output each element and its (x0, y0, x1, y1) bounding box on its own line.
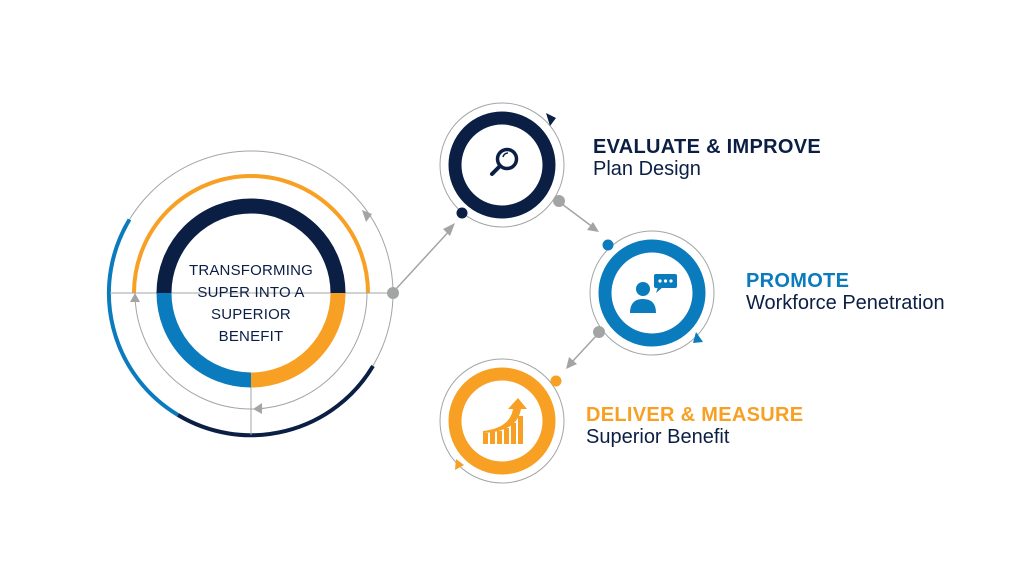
promote-thick-ring (598, 239, 706, 347)
thick-ring-navy-top (156, 198, 346, 294)
thick-ring-orange-lower-right (250, 292, 346, 388)
evaluate-ring-arrowhead (546, 113, 556, 126)
arrowhead-bottom-left (253, 403, 262, 414)
growth-chart-arrow-icon (483, 398, 527, 444)
promote-dot-blue (602, 239, 614, 251)
deliver-thick-ring (448, 367, 556, 475)
step-deliver-label: DELIVER & MEASURE Superior Benefit (586, 404, 803, 448)
evaluate-dot-navy (456, 207, 468, 219)
outer-blue-arc (106, 218, 180, 417)
step-promote-label: PROMOTE Workforce Penetration (746, 270, 945, 314)
arrowhead-left-up (130, 293, 140, 302)
deliver-thin-ring (439, 358, 565, 484)
step-promote-title: PROMOTE (746, 270, 850, 292)
promote-dot-gray (593, 326, 605, 338)
connector-evaluate-to-promote (561, 203, 595, 229)
thick-ring-blue-lower-left (156, 292, 252, 388)
center-title-line-3: SUPERIOR (211, 306, 291, 323)
connector-promote-to-deliver (571, 335, 597, 363)
step-evaluate-title: EVALUATE & IMPROVE (593, 136, 822, 158)
step-deliver-graphic (439, 358, 565, 484)
deliver-ring-arrowhead (455, 459, 464, 470)
center-title: TRANSFORMING SUPER INTO A SUPERIOR BENEF… (171, 260, 331, 348)
step-promote-graphic (589, 230, 715, 356)
person-speech-bubble-icon (630, 274, 677, 313)
deliver-dot-orange (550, 375, 562, 387)
promote-thin-ring (589, 230, 715, 356)
step-promote-subtitle: Workforce Penetration (746, 292, 945, 314)
step-evaluate-label: EVALUATE & IMPROVE Plan Design (593, 136, 821, 180)
orange-top-arc (132, 174, 370, 294)
arrowhead-upper-right (362, 210, 372, 222)
connector-arrowhead-evaluate (443, 223, 455, 236)
connector-node-main (387, 287, 399, 299)
center-title-line-4: BENEFIT (218, 328, 284, 345)
evaluate-thick-ring (448, 111, 556, 219)
evaluate-thin-ring (439, 102, 565, 228)
connector-arrowhead-deliver (566, 357, 577, 369)
center-title-line-1: TRANSFORMING (188, 262, 314, 279)
connector-arrowhead-promote (587, 222, 599, 232)
step-deliver-subtitle: Superior Benefit (586, 426, 730, 448)
main-cycle-graphic (106, 150, 399, 438)
outer-navy-arc (176, 364, 375, 438)
center-title-line-2: SUPER INTO A (197, 284, 305, 301)
connector-main-to-evaluate (395, 227, 453, 290)
magnifying-glass-icon (490, 147, 519, 176)
promote-ring-arrowhead (693, 332, 703, 343)
step-evaluate-subtitle: Plan Design (593, 158, 701, 180)
step-evaluate-graphic (439, 102, 565, 228)
step-deliver-title: DELIVER & MEASURE (586, 404, 804, 426)
